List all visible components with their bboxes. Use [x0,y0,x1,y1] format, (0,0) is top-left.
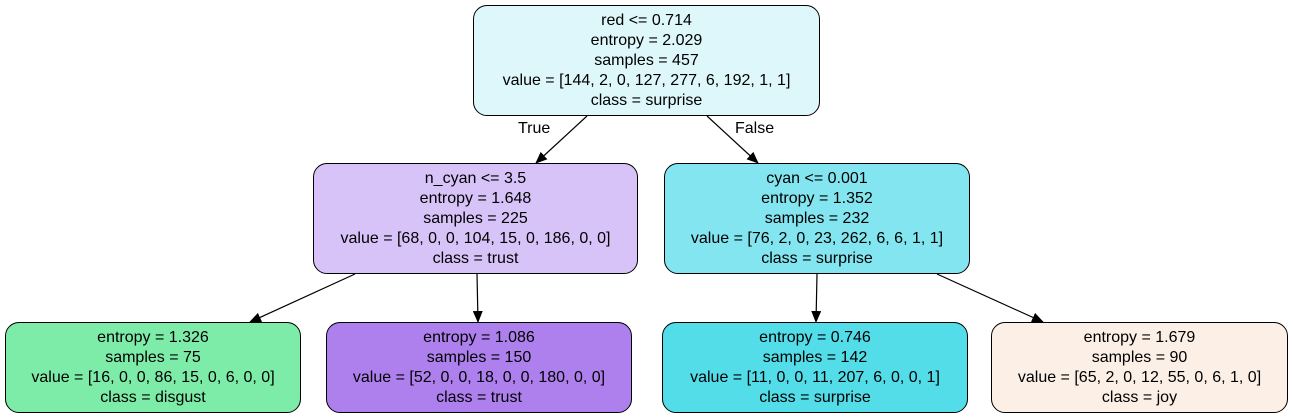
node-entropy: entropy = 1.086 [423,328,535,346]
node-entropy: entropy = 0.746 [759,328,871,346]
tree-node-left: n_cyan <= 3.5 entropy = 1.648 samples = … [313,163,638,274]
node-class: class = surprise [590,91,703,109]
node-samples: samples = 457 [594,51,699,69]
node-entropy: entropy = 1.326 [97,328,209,346]
node-class: class = surprise [759,388,871,406]
node-value: value = [144, 2, 0, 127, 277, 6, 192, 1,… [502,71,791,89]
node-entropy: entropy = 1.352 [761,189,873,207]
node-value: value = [16, 0, 0, 86, 15, 0, 6, 0, 0] [31,368,275,386]
node-class: class = trust [436,388,522,406]
tree-node-right: cyan <= 0.001 entropy = 1.352 samples = … [664,163,970,274]
edge-right-to-rl [811,273,822,323]
node-class: class = trust [432,249,519,267]
node-samples: samples = 142 [762,348,868,366]
node-class: class = surprise [761,249,873,267]
node-entropy: entropy = 1.679 [1083,328,1196,346]
node-samples: samples = 150 [426,348,532,366]
node-value: value = [68, 0, 0, 104, 15, 0, 186, 0, 0… [340,229,611,247]
tree-node-root: red <= 0.714 entropy = 2.029 samples = 4… [473,5,820,116]
node-split-condition: n_cyan <= 3.5 [424,169,527,187]
edge-root-to-left [535,115,588,164]
tree-leaf-ll: entropy = 1.326 samples = 75 value = [16… [5,322,301,413]
tree-leaf-rl: entropy = 0.746 samples = 142 value = [1… [662,322,968,413]
node-value: value = [65, 2, 0, 12, 55, 0, 6, 1, 0] [1017,368,1262,386]
node-samples: samples = 75 [105,348,201,366]
edge-right-to-rr [936,273,1044,323]
node-entropy: entropy = 1.648 [419,189,532,207]
node-entropy: entropy = 2.029 [590,31,703,49]
node-value: value = [11, 0, 0, 11, 207, 6, 0, 0, 1] [690,368,940,386]
edge-root-to-right [706,115,759,164]
edge-left-to-ll [249,273,356,323]
node-split-condition: red <= 0.714 [601,11,692,29]
node-value: value = [52, 0, 0, 18, 0, 0, 180, 0, 0] [352,368,606,386]
node-class: class = joy [1101,388,1178,406]
edge-label-false: False [735,120,775,137]
edge-left-to-lr [472,273,483,323]
node-class: class = disgust [100,388,206,406]
node-samples: samples = 225 [423,209,528,227]
node-split-condition: cyan <= 0.001 [766,169,868,187]
edge-label-true: True [518,120,551,137]
node-samples: samples = 90 [1091,348,1188,366]
node-value: value = [76, 2, 0, 23, 262, 6, 6, 1, 1] [690,229,944,247]
tree-leaf-rr: entropy = 1.679 samples = 90 value = [65… [991,322,1288,413]
node-samples: samples = 232 [764,209,870,227]
tree-leaf-lr: entropy = 1.086 samples = 150 value = [5… [326,322,632,413]
